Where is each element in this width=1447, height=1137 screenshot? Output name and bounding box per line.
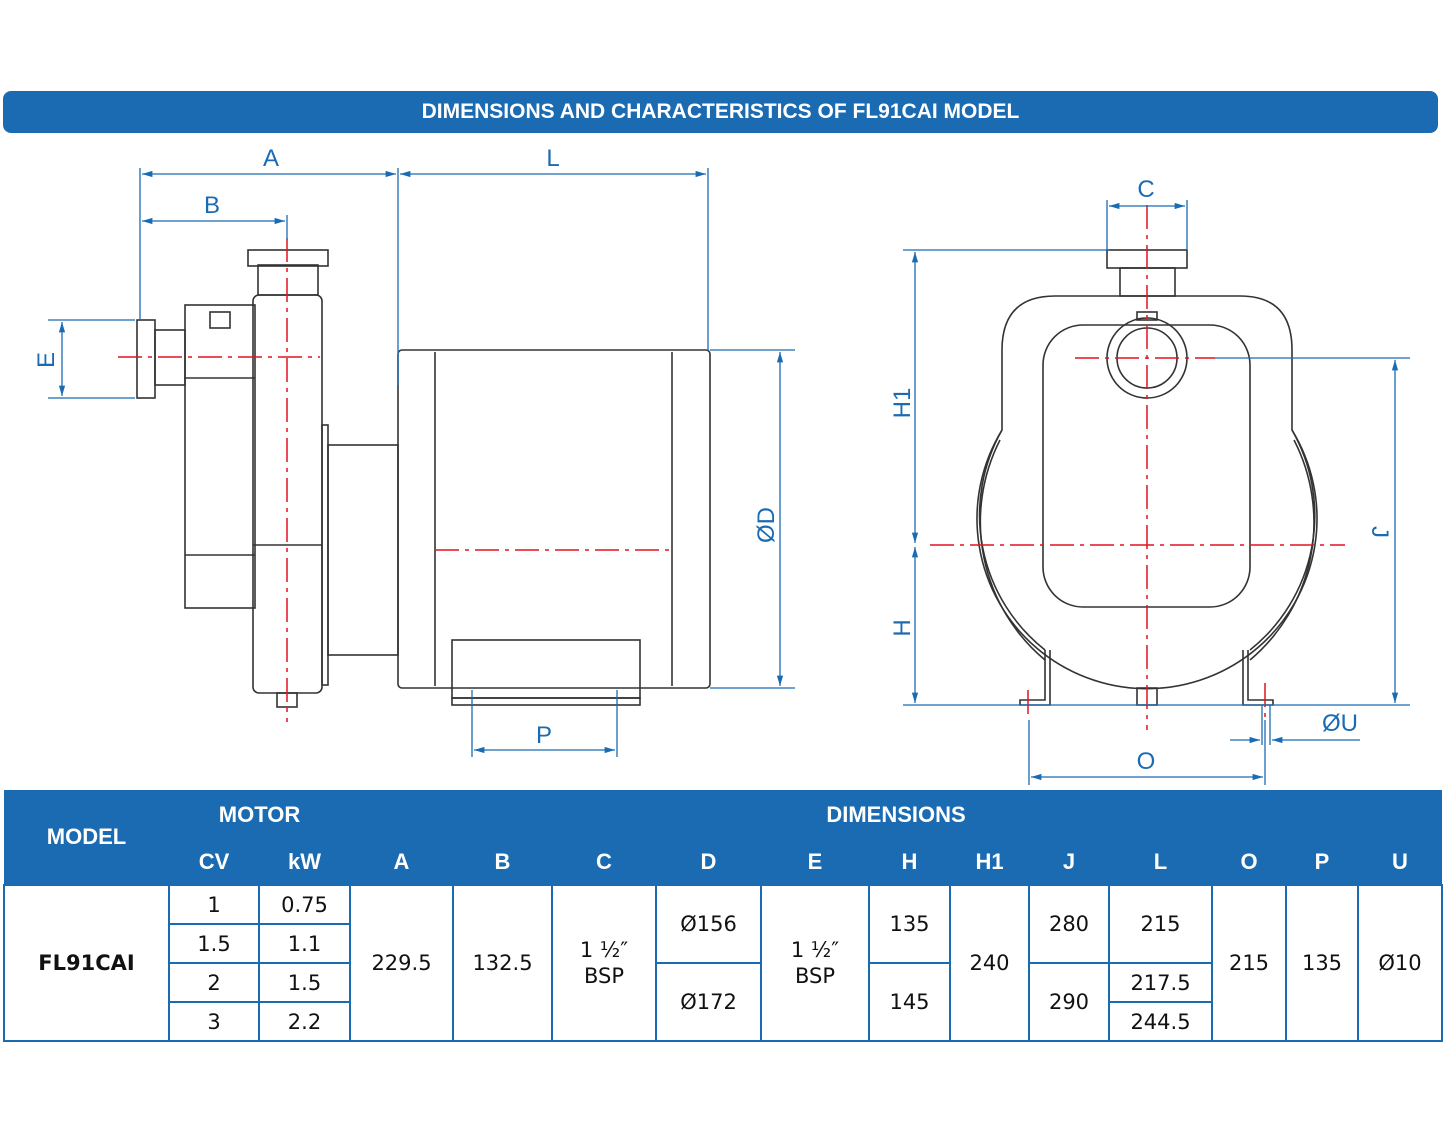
cell-c-thread: BSP	[583, 964, 625, 988]
header-p: P	[1286, 840, 1358, 885]
dimension-lines-front	[903, 200, 1410, 785]
cell-d: Ø172	[655, 962, 762, 1042]
label-j: J	[1366, 526, 1393, 538]
dimension-lines-side	[48, 168, 795, 757]
label-e: E	[33, 352, 60, 368]
cell-a: 229.5	[349, 884, 454, 1042]
cell-kw: 1.1	[258, 923, 351, 964]
cell-model: FL91CAI	[3, 884, 170, 1042]
cell-e-size: 1 ½″	[790, 938, 840, 962]
label-c: C	[1137, 176, 1154, 203]
label-h: H	[889, 619, 916, 636]
cell-l: 244.5	[1108, 1001, 1213, 1042]
cell-h: 145	[868, 962, 951, 1042]
table-row: 1.5 1.1	[4, 923, 1442, 964]
cell-kw: 1.5	[258, 962, 351, 1003]
label-b: B	[204, 192, 220, 219]
label-h1: H1	[889, 388, 916, 419]
header-cv: CV	[169, 840, 259, 885]
cell-h: 135	[868, 884, 951, 964]
cell-cv: 2	[168, 962, 260, 1003]
header-e: E	[761, 840, 869, 885]
header-c: C	[552, 840, 656, 885]
cell-kw: 0.75	[258, 884, 351, 925]
table-row: 3 2.2 244.5	[4, 1001, 1442, 1042]
header-dimensions: DIMENSIONS	[350, 790, 1442, 840]
cell-l: 215	[1108, 884, 1213, 964]
header-a: A	[350, 840, 453, 885]
page-title: DIMENSIONS AND CHARACTERISTICS OF FL91CA…	[421, 100, 1020, 123]
label-d: ØD	[753, 507, 780, 543]
header-d: D	[656, 840, 761, 885]
title-banner: DIMENSIONS AND CHARACTERISTICS OF FL91CA…	[3, 91, 1438, 133]
cell-kw: 2.2	[258, 1001, 351, 1042]
cell-e-thread: BSP	[794, 964, 836, 988]
cell-u: Ø10	[1357, 884, 1443, 1042]
header-l: L	[1109, 840, 1212, 885]
label-l: L	[546, 145, 559, 172]
cell-p: 135	[1285, 884, 1359, 1042]
table-row: 2 1.5 Ø172 145 290 217.5	[4, 962, 1442, 1042]
cell-e: 1 ½″BSP	[760, 884, 870, 1042]
label-a: A	[263, 145, 279, 172]
header-b: B	[453, 840, 552, 885]
header-kw: kW	[259, 840, 350, 885]
label-p: P	[536, 722, 552, 749]
header-j: J	[1029, 840, 1109, 885]
cell-d: Ø156	[655, 884, 762, 964]
header-h: H	[869, 840, 950, 885]
header-u: U	[1358, 840, 1442, 885]
cell-h1: 240	[949, 884, 1030, 1042]
centerlines-side	[118, 238, 670, 722]
header-o: O	[1212, 840, 1286, 885]
cell-cv: 3	[168, 1001, 260, 1042]
label-o: O	[1137, 748, 1156, 775]
cell-c: 1 ½″BSP	[551, 884, 657, 1042]
side-view-pump	[136, 249, 711, 708]
cell-l: 217.5	[1108, 962, 1213, 1003]
dimension-drawing: A L B E ØD P C H1	[33, 145, 1410, 785]
label-u: ØU	[1322, 710, 1358, 737]
header-model: MODEL	[4, 790, 169, 885]
centerlines-front	[930, 205, 1345, 730]
specs-table: MODEL MOTOR DIMENSIONS CV kW A B C D E H…	[3, 790, 1443, 1042]
cell-c-size: 1 ½″	[579, 938, 629, 962]
cell-b: 132.5	[452, 884, 553, 1042]
cell-j: 280	[1028, 884, 1110, 964]
cell-cv: 1.5	[168, 923, 260, 964]
header-motor: MOTOR	[169, 790, 350, 840]
cell-o: 215	[1211, 884, 1287, 1042]
cell-j: 290	[1028, 962, 1110, 1042]
table-row: FL91CAI 1 0.75 229.5 132.5 1 ½″BSP Ø156 …	[3, 884, 1443, 1042]
header-h1: H1	[950, 840, 1029, 885]
cell-cv: 1	[168, 884, 260, 925]
